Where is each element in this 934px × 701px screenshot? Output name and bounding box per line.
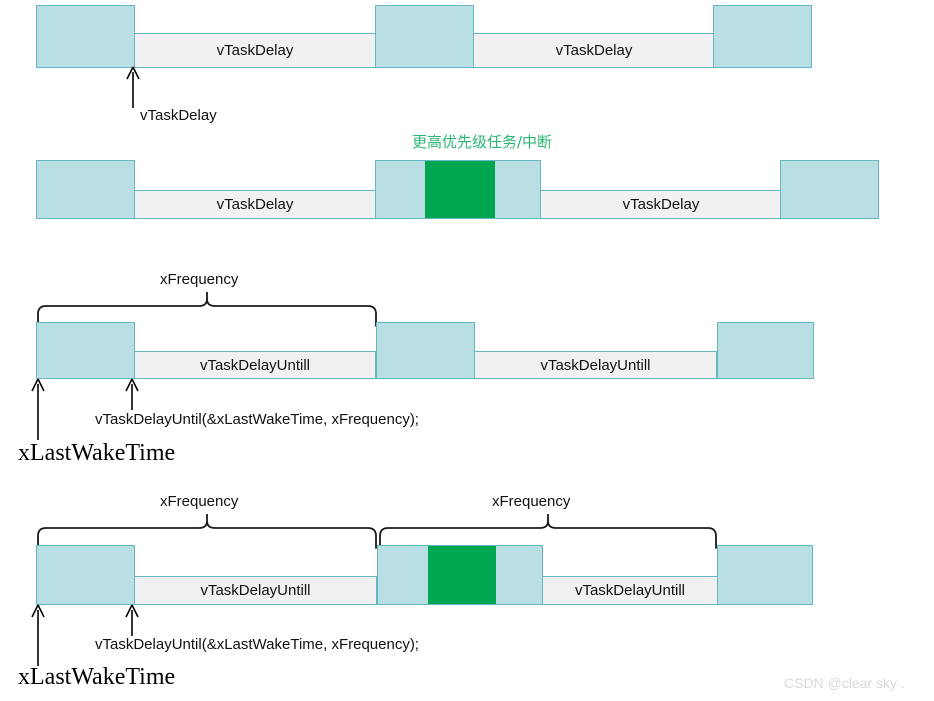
row3-lastwaketime-label: xLastWakeTime — [18, 440, 176, 466]
delay-until-bar-label: vTaskDelayUntill — [199, 356, 311, 374]
delay-bar-label: vTaskDelay — [216, 42, 294, 59]
task-run-block — [376, 322, 475, 379]
row4-lastwaketime-arrow — [31, 604, 45, 666]
delay-bar: vTaskDelay — [473, 33, 715, 68]
interrupt-block — [428, 546, 496, 604]
task-run-block — [717, 545, 813, 605]
task-run-block — [36, 160, 135, 219]
delay-bar: vTaskDelay — [134, 190, 376, 219]
task-run-block — [713, 5, 812, 68]
task-run-block — [780, 160, 879, 219]
task-run-block — [36, 322, 135, 379]
delay-bar-label: vTaskDelay — [216, 196, 294, 213]
row3-lastwaketime-arrow — [31, 378, 45, 440]
task-run-block — [36, 545, 135, 605]
delay-until-bar-label: vTaskDelayUntill — [574, 582, 686, 599]
xfrequency-brace-label: xFrequency — [492, 493, 571, 510]
higher-priority-task-caption: 更高优先级任务/中断 — [412, 133, 553, 151]
delay-bar: vTaskDelay — [540, 190, 782, 219]
xfrequency-brace — [37, 292, 377, 327]
delay-until-bar: vTaskDelayUntill — [474, 351, 717, 379]
task-run-block — [717, 322, 814, 379]
xfrequency-brace-label: xFrequency — [160, 271, 239, 288]
xfrequency-brace-label: xFrequency — [160, 493, 239, 510]
task-run-block — [375, 5, 474, 68]
row1-annotation-label: vTaskDelay — [140, 107, 217, 124]
xfrequency-brace — [379, 514, 717, 549]
row3-delayuntil-arrow — [125, 378, 139, 410]
row4-delayuntil-arrow — [125, 604, 139, 636]
delay-until-bar-label: vTaskDelayUntill — [540, 356, 651, 374]
row3-delayuntil-call-label: vTaskDelayUntil(&xLastWakeTime, xFrequen… — [95, 411, 419, 428]
delay-until-bar: vTaskDelayUntill — [542, 576, 718, 605]
interrupt-block — [425, 161, 495, 218]
watermark: CSDN @clear sky . — [784, 675, 905, 691]
row1-annotation-arrow — [126, 66, 140, 108]
delay-bar-label: vTaskDelay — [555, 42, 633, 59]
row4-delayuntil-call-label: vTaskDelayUntil(&xLastWakeTime, xFrequen… — [95, 636, 419, 653]
delay-bar-label: vTaskDelay — [622, 196, 700, 213]
task-run-block — [36, 5, 135, 68]
delay-until-bar-label: vTaskDelayUntill — [200, 582, 311, 599]
delay-bar: vTaskDelay — [134, 33, 376, 68]
xfrequency-brace — [37, 514, 377, 549]
row4-lastwaketime-label: xLastWakeTime — [18, 664, 176, 690]
delay-until-bar: vTaskDelayUntill — [134, 351, 376, 379]
delay-until-bar: vTaskDelayUntill — [134, 576, 377, 605]
